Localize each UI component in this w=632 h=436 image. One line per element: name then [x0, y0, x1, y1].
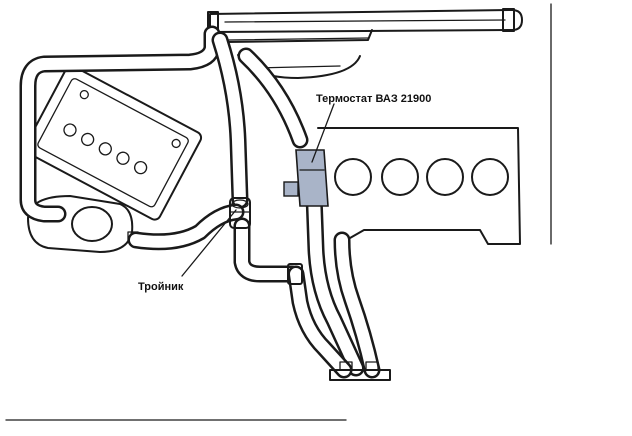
engine-block: [317, 127, 521, 247]
cylinder-3: [426, 158, 464, 196]
tee-leader-line: [181, 209, 237, 277]
tee-label: Тройник: [138, 281, 184, 293]
frame-lines: [5, 3, 552, 421]
cylinder-2: [381, 158, 419, 196]
tee-fitting: [229, 197, 251, 229]
thermostat-leader-line: [311, 103, 335, 163]
expansion-tank: [27, 195, 139, 253]
cylinder-4: [471, 158, 509, 196]
cylinder-1: [334, 158, 372, 196]
pump-junction: [287, 263, 303, 285]
radiator: [207, 8, 523, 43]
hoses: [19, 25, 381, 379]
heater-unit: [24, 64, 203, 221]
outlet-flange: [329, 361, 391, 381]
thermostat-label: Термостат ВАЗ 21900: [316, 93, 431, 105]
thermostat: [283, 149, 329, 207]
